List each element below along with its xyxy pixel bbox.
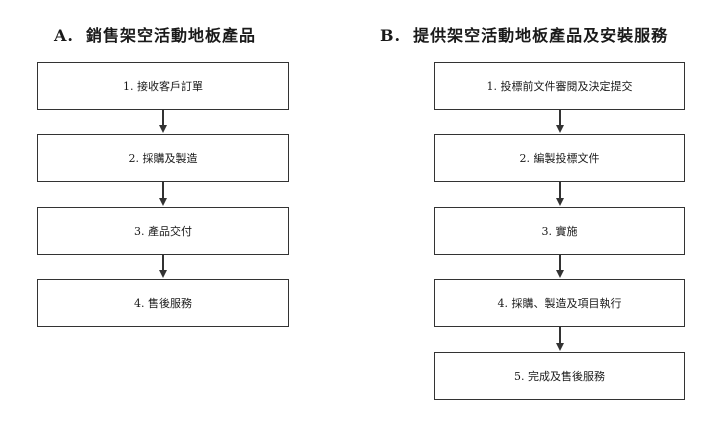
- flowchart-a-title-text: 銷售架空活動地板產品: [85, 26, 256, 45]
- step-box-a2: 2. 採購及製造: [37, 134, 289, 182]
- flowchart-b-title: B. 提供架空活動地板產品及安裝服務: [380, 22, 668, 46]
- flowchart-a-letter: A.: [54, 26, 74, 45]
- step-box-b2: 2. 編製投標文件: [434, 134, 685, 182]
- step-box-a4: 4. 售後服務: [37, 279, 289, 327]
- step-box-b5: 5. 完成及售後服務: [434, 352, 685, 400]
- step-box-a3: 3. 產品交付: [37, 207, 289, 255]
- flowchart-b-letter: B.: [380, 26, 402, 45]
- step-box-b1: 1. 投標前文件審閱及決定提交: [434, 62, 685, 110]
- flowchart-a-title: A. 銷售架空活動地板產品: [54, 22, 256, 46]
- step-box-a1: 1. 接收客戶訂單: [37, 62, 289, 110]
- step-box-b4: 4. 採購、製造及項目執行: [434, 279, 685, 327]
- step-box-b3: 3. 實施: [434, 207, 685, 255]
- flowchart-b-title-text: 提供架空活動地板產品及安裝服務: [413, 26, 669, 45]
